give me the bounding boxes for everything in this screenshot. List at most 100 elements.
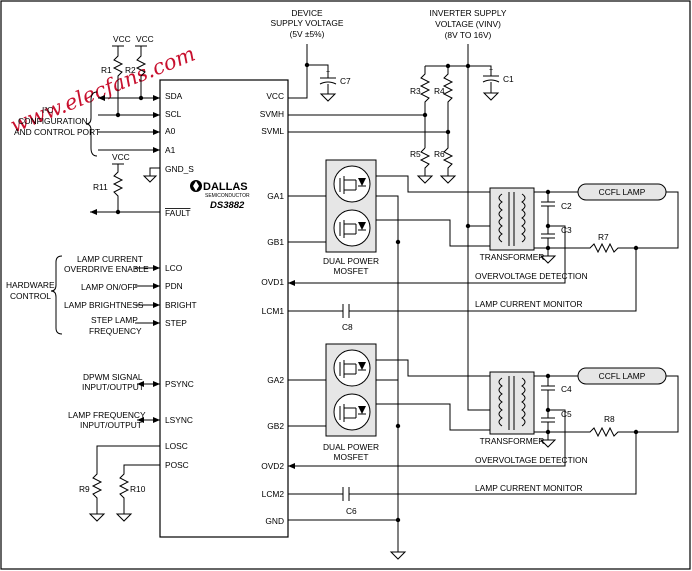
right-pin-labels: VCC SVMH SVML GA1 GB1 OVD1 LCM1 GA2 GB2 … (260, 91, 285, 526)
svg-text:VCC: VCC (113, 34, 131, 44)
svg-text:CCFL LAMP: CCFL LAMP (599, 187, 646, 197)
r1-label: R1 (101, 65, 112, 75)
svg-text:MOSFET: MOSFET (334, 452, 369, 462)
i2c-pullups: VCC VCC R1 R2 (85, 34, 160, 157)
r5-label: R5 (410, 149, 421, 159)
pin-gb2: GB2 (267, 421, 284, 431)
svg-text:DUAL POWER: DUAL POWER (323, 256, 379, 266)
svg-text:DEVICE: DEVICE (291, 8, 323, 18)
pin-step: STEP (165, 318, 187, 328)
svg-text:DPWM SIGNAL: DPWM SIGNAL (83, 372, 143, 382)
c7-label: C7 (340, 76, 351, 86)
svg-text:LAMP CURRENT MONITOR: LAMP CURRENT MONITOR (475, 483, 583, 493)
pin-ovd2: OVD2 (261, 461, 284, 471)
svg-text:LAMP FREQUENCY: LAMP FREQUENCY (68, 410, 146, 420)
pin-pdn: PDN (165, 281, 183, 291)
pin-losc: LOSC (165, 441, 188, 451)
pin-lco: LCO (165, 263, 183, 273)
svg-text:TRANSFORMER: TRANSFORMER (480, 252, 545, 262)
svg-text:SUPPLY VOLTAGE: SUPPLY VOLTAGE (271, 18, 344, 28)
pin-scl: SCL (165, 109, 182, 119)
c1-label: C1 (503, 74, 514, 84)
channel-1: DUAL POWER MOSFET TRANSFORMER C2 C3 R7 C… (288, 159, 679, 332)
svg-text:MOSFET: MOSFET (334, 266, 369, 276)
pin-lcm2: LCM2 (262, 489, 285, 499)
svg-text:INPUT/OUTPUT: INPUT/OUTPUT (82, 382, 144, 392)
pin-ovd1: OVD1 (261, 277, 284, 287)
svg-text:DUAL POWER: DUAL POWER (323, 442, 379, 452)
svg-text:+: + (489, 67, 493, 74)
c2-label: C2 (561, 201, 572, 211)
svg-text:AND CONTROL PORT: AND CONTROL PORT (14, 127, 100, 137)
ccfl-lamp-1 (577, 183, 667, 201)
pin-vcc: VCC (266, 91, 284, 101)
transformer-2 (489, 371, 535, 435)
svg-text:OVERVOLTAGE DETECTION: OVERVOLTAGE DETECTION (475, 271, 588, 281)
vcc-supply-net: + C7 (288, 44, 351, 102)
ground-net (288, 242, 407, 560)
pin-posc: POSC (165, 460, 189, 470)
i2c-label: I²C CONFIGURATION AND CONTROL PORT (14, 105, 100, 137)
pin-gb1: GB1 (267, 237, 284, 247)
sync-io: DPWM SIGNAL INPUT/OUTPUT LAMP FREQUENCY … (68, 372, 160, 430)
svg-text:VCC: VCC (136, 34, 154, 44)
svg-text:OVERDRIVE ENABLE: OVERDRIVE ENABLE (64, 264, 149, 274)
svg-text:INPUT/OUTPUT: INPUT/OUTPUT (80, 420, 142, 430)
r7-label: R7 (598, 232, 609, 242)
r8-label: R8 (604, 414, 615, 424)
svg-text:INVERTER SUPPLY: INVERTER SUPPLY (430, 8, 507, 18)
oscillator-resistors: R9 R10 (79, 445, 160, 522)
svg-text:FREQUENCY: FREQUENCY (89, 326, 142, 336)
svg-text:LAMP BRIGHTNESS: LAMP BRIGHTNESS (64, 300, 144, 310)
pin-ga1: GA1 (267, 191, 284, 201)
svg-text:HARDWARE: HARDWARE (6, 280, 55, 290)
r10-label: R10 (130, 484, 146, 494)
device-supply-label: DEVICE SUPPLY VOLTAGE (5V ±5%) (271, 8, 344, 39)
svg-text:(8V TO 16V): (8V TO 16V) (445, 30, 492, 40)
svg-text:TRANSFORMER: TRANSFORMER (480, 436, 545, 446)
r2-label: R2 (125, 65, 136, 75)
pin-fault: FAULT (165, 208, 190, 218)
svg-text:OVERVOLTAGE DETECTION: OVERVOLTAGE DETECTION (475, 455, 588, 465)
svg-text:CCFL LAMP: CCFL LAMP (599, 371, 646, 381)
r9-label: R9 (79, 484, 90, 494)
c4-label: C4 (561, 384, 572, 394)
r3-label: R3 (410, 86, 421, 96)
ic-body (159, 79, 289, 538)
svg-text:VOLTAGE (VINV): VOLTAGE (VINV) (435, 19, 501, 29)
svg-text:STEP LAMP: STEP LAMP (91, 315, 138, 325)
svg-text:+: + (326, 69, 330, 76)
pin-svmh: SVMH (260, 109, 284, 119)
dallas-logo-icon (190, 180, 202, 192)
pin-ga2: GA2 (267, 375, 284, 385)
r11-label: R11 (93, 182, 108, 192)
r4-label: R4 (434, 86, 445, 96)
pin-sda: SDA (165, 91, 183, 101)
pin-lcm1: LCM1 (262, 306, 285, 316)
c8-label: C8 (342, 322, 353, 332)
pin-gnd: GND (265, 516, 284, 526)
c6-label: C6 (346, 506, 357, 516)
r6-label: R6 (434, 149, 445, 159)
svg-text:(5V ±5%): (5V ±5%) (290, 29, 325, 39)
hardware-control: HARDWARE CONTROL LAMP CURRENT OVERDRIVE … (6, 254, 160, 336)
svg-text:CONTROL: CONTROL (10, 291, 51, 301)
pin-svml: SVML (261, 126, 284, 136)
pin-a0: A0 (165, 126, 176, 136)
pin-a1: A1 (165, 145, 176, 155)
svg-text:LAMP CURRENT: LAMP CURRENT (77, 254, 143, 264)
dallas-logo-text: DALLAS (203, 181, 248, 193)
pin-bright: BRIGHT (165, 300, 197, 310)
fault-net: VCC R11 (90, 152, 160, 215)
svg-text:CONFIGURATION: CONFIGURATION (18, 116, 88, 126)
part-number: DS3882 (210, 200, 245, 211)
c3-label: C3 (561, 225, 572, 235)
svg-text:LAMP ON/OFF: LAMP ON/OFF (81, 282, 138, 292)
svm-divider: R3 R4 R5 R6 (288, 66, 457, 184)
svg-text:LAMP CURRENT MONITOR: LAMP CURRENT MONITOR (475, 299, 583, 309)
pin-psync: PSYNC (165, 379, 194, 389)
transformer-1 (489, 187, 535, 251)
inverter-supply-label: INVERTER SUPPLY VOLTAGE (VINV) (8V TO 16… (430, 8, 507, 40)
